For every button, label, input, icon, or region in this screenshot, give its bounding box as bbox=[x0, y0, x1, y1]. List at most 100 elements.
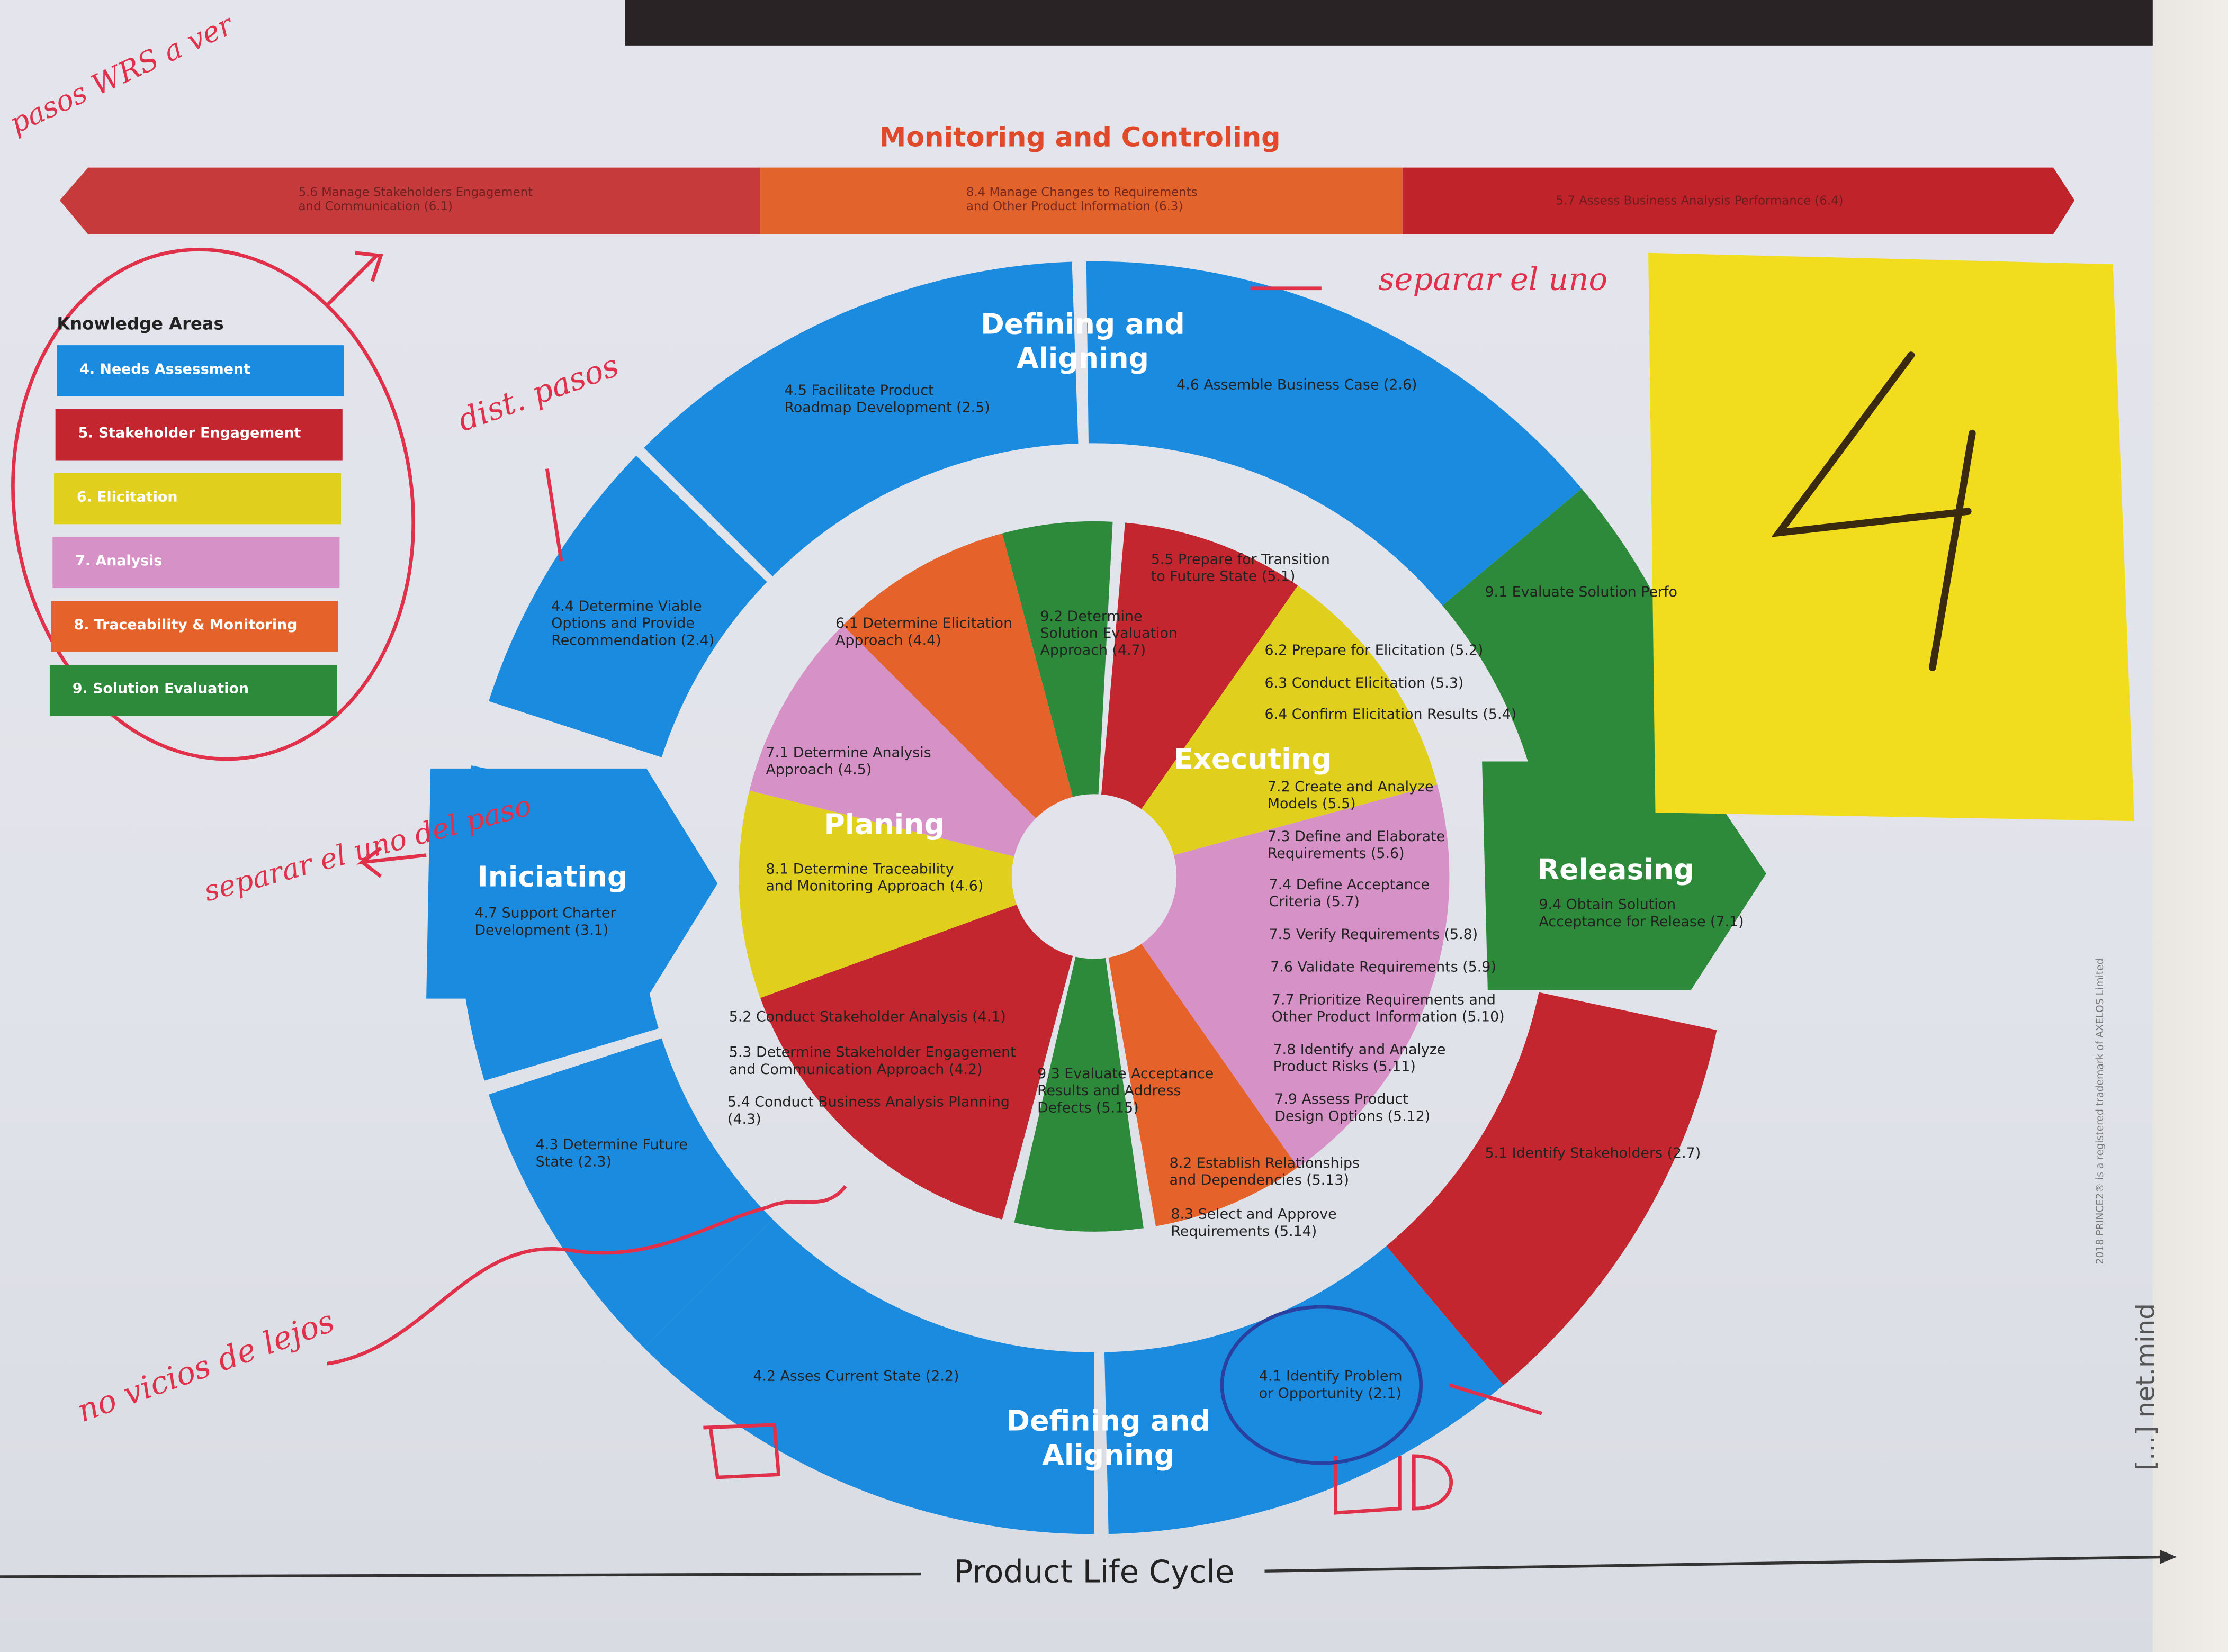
band-item-line: 5.7 Assess Business Analysis Performance… bbox=[1556, 194, 1844, 209]
inner-pie bbox=[739, 521, 1450, 1232]
knowledge-area-item: 5. Stakeholder Engagement bbox=[55, 409, 343, 461]
task-label-line: 8.2 Establish Relationships bbox=[1169, 1156, 1360, 1172]
ring-segment bbox=[1086, 261, 1582, 606]
task-label-line: 9.3 Evaluate Acceptance bbox=[1037, 1067, 1214, 1082]
task-label-line: 7.2 Create and Analyze bbox=[1267, 780, 1434, 796]
task-label-t51: 5.1 Identify Stakeholders (2.7) bbox=[1485, 1147, 1701, 1163]
pie-wedge bbox=[1014, 877, 1144, 1232]
task-label-line: 4.4 Determine Viable bbox=[551, 599, 702, 616]
task-label-t52: 5.2 Conduct Stakeholder Analysis (4.1) bbox=[729, 1010, 1006, 1027]
phase-executing: Executing bbox=[1173, 741, 1332, 776]
task-label-line: Roadmap Development (2.5) bbox=[784, 400, 990, 417]
sticky-note-digit-4 bbox=[1771, 351, 1976, 672]
task-label-line: 7.5 Verify Requirements (5.8) bbox=[1269, 927, 1478, 943]
ring-segment bbox=[1386, 992, 1717, 1386]
knowledge-area-item: 6. Elicitation bbox=[53, 473, 342, 525]
pie-wedge bbox=[1094, 522, 1298, 877]
annotation-note: separar el uno bbox=[1378, 263, 1608, 299]
task-label-t46: 4.6 Assemble Business Case (2.6) bbox=[1176, 378, 1417, 395]
task-label-line: 7.7 Prioritize Requirements and bbox=[1271, 992, 1496, 1009]
task-label-line: 5.3 Determine Stakeholder Engagement bbox=[729, 1045, 1016, 1061]
task-label-line: Requirements (5.14) bbox=[1171, 1224, 1317, 1240]
phase-label-line: Defining and bbox=[981, 306, 1185, 341]
band-item-line: 5.6 Manage Stakeholders Engagement bbox=[298, 186, 533, 201]
task-label-line: Approach (4.5) bbox=[766, 763, 872, 779]
phase-label-line: Defining and bbox=[1006, 1403, 1211, 1438]
task-label-line: 8.1 Determine Traceability bbox=[766, 862, 954, 878]
phase-defining-bottom: Defining and Aligning bbox=[1007, 1403, 1211, 1472]
task-label-line: Requirements (5.6) bbox=[1267, 846, 1405, 863]
monitoring-title: Monitoring and Controling bbox=[879, 122, 1281, 154]
task-label-t62: 6.2 Prepare for Elicitation (5.2) bbox=[1264, 644, 1483, 661]
band-item-8-4: 8.4 Manage Changes to Requirements and O… bbox=[966, 186, 1198, 215]
knowledge-area-item: 7. Analysis bbox=[52, 537, 340, 589]
task-label-t64: 6.4 Confirm Elicitation Results (5.4) bbox=[1264, 707, 1516, 724]
task-label-line: Product Risks (5.11) bbox=[1273, 1060, 1416, 1076]
ring-segment bbox=[644, 1219, 1094, 1534]
task-label-t91: 9.1 Evaluate Solution Perfo bbox=[1485, 585, 1677, 602]
task-label-line: Models (5.5) bbox=[1267, 797, 1356, 813]
band-item-line: and Other Product Information (6.3) bbox=[966, 200, 1183, 215]
knowledge-area-item: 9. Solution Evaluation bbox=[49, 664, 337, 716]
task-label-t76: 7.6 Validate Requirements (5.9) bbox=[1270, 960, 1496, 977]
task-label-line: 7.8 Identify and Analyze bbox=[1273, 1042, 1446, 1059]
ring-segment bbox=[1104, 1245, 1504, 1534]
phase-defining-top: Defining and Aligning bbox=[981, 307, 1185, 375]
task-label-line: Other Product Information (5.10) bbox=[1271, 1010, 1505, 1026]
pie-wedge bbox=[1094, 877, 1298, 1226]
knowledge-area-item: 4. Needs Assessment bbox=[57, 345, 344, 396]
ring-segment bbox=[488, 455, 767, 757]
band-item-5-7: 5.7 Assess Business Analysis Performance… bbox=[1556, 195, 1844, 209]
task-label-t54: 5.4 Conduct Business Analysis Planning(4… bbox=[727, 1095, 1010, 1129]
task-label-line: 5.5 Prepare for Transition bbox=[1151, 552, 1330, 568]
task-label-line: 5.2 Conduct Stakeholder Analysis (4.1) bbox=[729, 1010, 1006, 1026]
task-label-line: to Future State (5.1) bbox=[1151, 570, 1296, 585]
task-label-t75: 7.5 Verify Requirements (5.8) bbox=[1269, 927, 1478, 944]
releasing-arrow bbox=[1482, 761, 1766, 990]
copyright-text: 2018 PRINCE2® is a registered trademark … bbox=[2094, 958, 2106, 1265]
task-label-line: 4.1 Identify Problem bbox=[1259, 1369, 1403, 1385]
band-item-5-6: 5.6 Manage Stakeholders Engagement and C… bbox=[299, 186, 533, 215]
pie-wedge bbox=[843, 533, 1094, 877]
task-label-line: 4.7 Support Charter bbox=[474, 906, 616, 922]
task-label-line: 7.6 Validate Requirements (5.9) bbox=[1270, 960, 1496, 976]
task-label-line: 9.2 Determine bbox=[1040, 609, 1143, 625]
task-label-line: 5.1 Identify Stakeholders (2.7) bbox=[1485, 1146, 1701, 1162]
knowledge-areas-title: Knowledge Areas bbox=[57, 314, 224, 334]
task-label-line: 6.3 Conduct Elicitation (5.3) bbox=[1264, 676, 1464, 692]
task-label-line: 7.9 Assess Product bbox=[1274, 1092, 1408, 1108]
monitoring-band-segment bbox=[760, 167, 1403, 234]
pie-wedge bbox=[1094, 784, 1450, 1168]
phase-releasing: Releasing bbox=[1537, 852, 1694, 887]
task-label-line: Development (3.1) bbox=[474, 923, 609, 939]
task-label-line: 6.4 Confirm Elicitation Results (5.4) bbox=[1264, 707, 1517, 724]
task-label-line: 7.4 Define Acceptance bbox=[1269, 878, 1430, 894]
task-label-line: 7.1 Determine Analysis bbox=[766, 745, 931, 762]
photo-background-edge bbox=[625, 0, 2228, 46]
pie-wedge bbox=[739, 790, 1094, 998]
ring-segment bbox=[488, 1038, 773, 1348]
task-label-line: 4.2 Asses Current State (2.2) bbox=[753, 1369, 959, 1385]
handwritten-annotations bbox=[11, 248, 1542, 1515]
timeline-left bbox=[0, 1572, 921, 1578]
task-label-line: Defects (5.15) bbox=[1037, 1100, 1139, 1117]
task-label-line: (4.3) bbox=[727, 1112, 761, 1128]
task-label-t63: 6.3 Conduct Elicitation (5.3) bbox=[1264, 676, 1463, 693]
task-label-line: Criteria (5.7) bbox=[1269, 895, 1360, 911]
phase-planing: Planing bbox=[824, 807, 945, 841]
phase-iniciating: Iniciating bbox=[477, 859, 628, 894]
monitoring-band-segment bbox=[1402, 167, 2075, 234]
task-label-line: Results and Address bbox=[1037, 1084, 1181, 1100]
monitoring-band-segment bbox=[59, 167, 760, 234]
